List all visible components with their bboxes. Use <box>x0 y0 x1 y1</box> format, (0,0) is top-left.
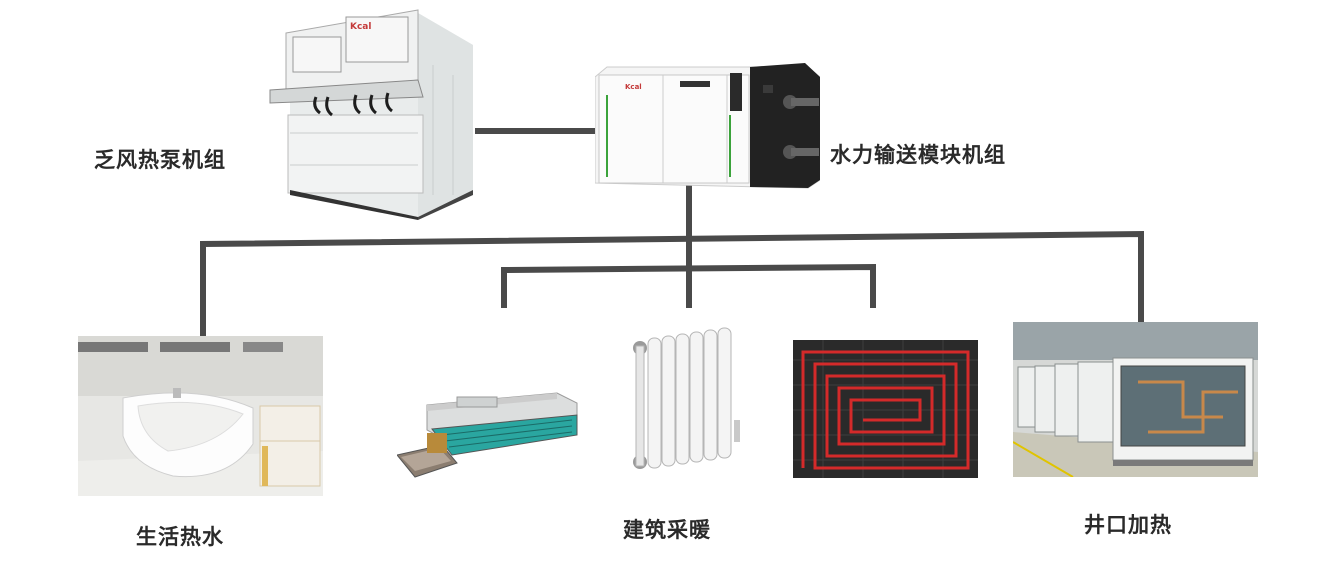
bathroom-image <box>78 336 323 496</box>
domestic-hot-water-label: 生活热水 <box>136 525 224 549</box>
hydraulic-module-label: 水力输送模块机组 <box>830 143 1006 167</box>
outer-branch <box>200 230 1144 338</box>
floor-heating-image <box>793 340 978 478</box>
wellhead-units-image <box>1013 322 1258 477</box>
heat-pump-unit-image: Kcal <box>268 5 483 220</box>
building-heating-label: 建筑采暖 <box>623 518 711 542</box>
heat-pump-unit-label: 乏风热泵机组 <box>94 148 226 172</box>
fan-coil-image <box>397 385 582 490</box>
svg-text:Kcal: Kcal <box>350 22 371 32</box>
radiator-image <box>630 320 745 485</box>
svg-text:Kcal: Kcal <box>625 83 642 91</box>
inner-branch <box>501 263 876 308</box>
wellhead-heating-label: 井口加热 <box>1084 513 1172 537</box>
hydraulic-module-image: Kcal <box>595 55 820 190</box>
